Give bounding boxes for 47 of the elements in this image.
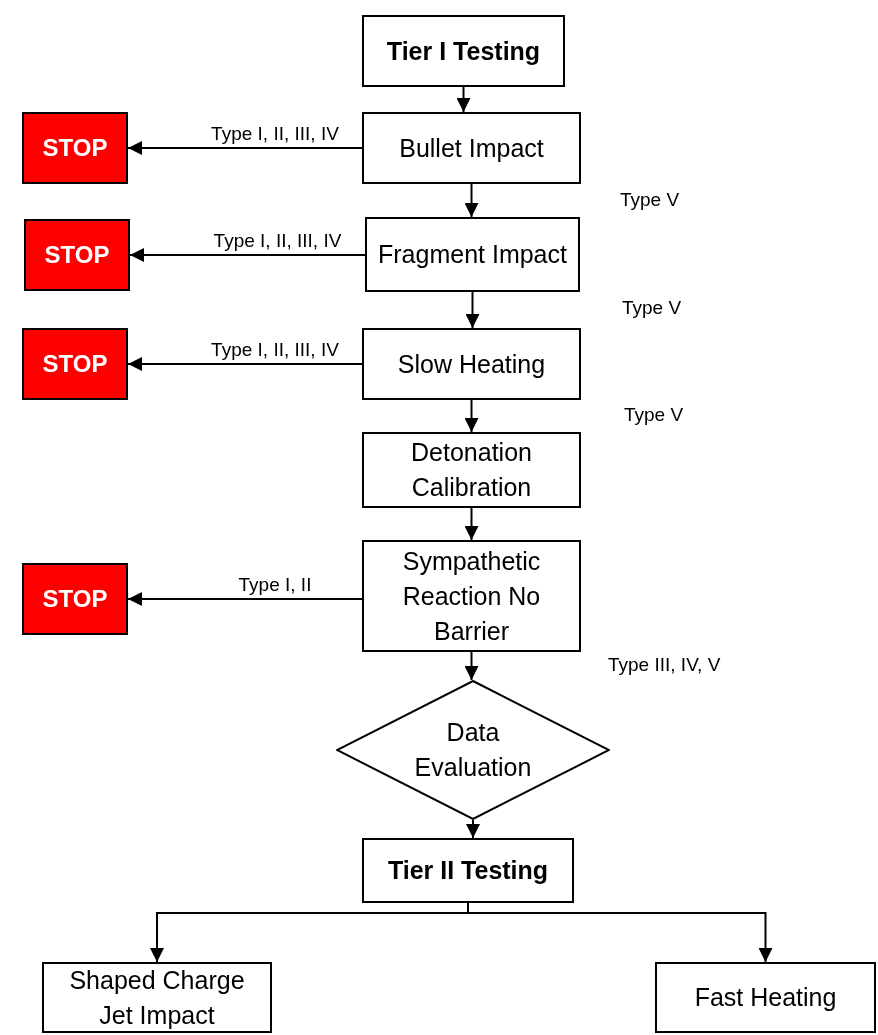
arrow <box>127 141 363 155</box>
process-box <box>362 838 574 903</box>
node-label: Shaped Charge Jet Impact <box>68 964 246 1031</box>
branch-note: Type V <box>620 190 680 211</box>
arrow <box>467 902 773 963</box>
branch-note: Type III, IV, V <box>608 655 721 676</box>
arrow <box>466 819 480 839</box>
branch-note: Type V <box>624 405 684 426</box>
stop-box <box>22 328 128 400</box>
stop-box <box>22 563 128 635</box>
edge-label: Type I, II, III, IV <box>211 124 339 145</box>
arrow <box>464 507 479 541</box>
arrow <box>464 183 479 218</box>
stop-box <box>22 112 128 184</box>
stop-label: STOP <box>42 349 108 380</box>
arrow <box>129 248 366 262</box>
process-box <box>362 328 581 400</box>
edge-label: Type I, II, III, IV <box>213 231 342 252</box>
arrow <box>465 291 480 329</box>
node-label: Tier I Testing <box>386 35 541 67</box>
arrow <box>464 399 479 433</box>
process-box <box>655 962 876 1033</box>
node-label: Fast Heating <box>694 982 837 1013</box>
node-label: Bullet Impact <box>399 132 544 164</box>
node-label: Tier II Testing <box>387 855 549 886</box>
node-label: Slow Heating <box>397 348 546 380</box>
arrow <box>127 592 363 606</box>
process-box <box>362 540 581 652</box>
edge-label: Type I, II <box>238 575 312 596</box>
branch-note: Type V <box>622 298 682 319</box>
process-box <box>362 432 581 508</box>
process-box <box>362 15 565 87</box>
stop-label: STOP <box>42 133 108 164</box>
node-label: Detonation Calibration <box>410 437 533 503</box>
node-label: Data Evaluation <box>413 717 533 783</box>
arrow <box>464 651 479 681</box>
edge-label: Type I, II, III, IV <box>211 340 339 361</box>
process-box <box>365 217 580 292</box>
node-label: Sympathetic Reaction No Barrier <box>401 545 542 647</box>
arrow <box>127 357 363 371</box>
process-box <box>42 962 272 1033</box>
process-box <box>362 112 581 184</box>
arrow <box>456 86 471 113</box>
stop-box <box>24 219 130 291</box>
node-label: Fragment Impact <box>378 239 567 270</box>
stop-label: STOP <box>44 240 110 271</box>
stop-label: STOP <box>42 584 108 615</box>
